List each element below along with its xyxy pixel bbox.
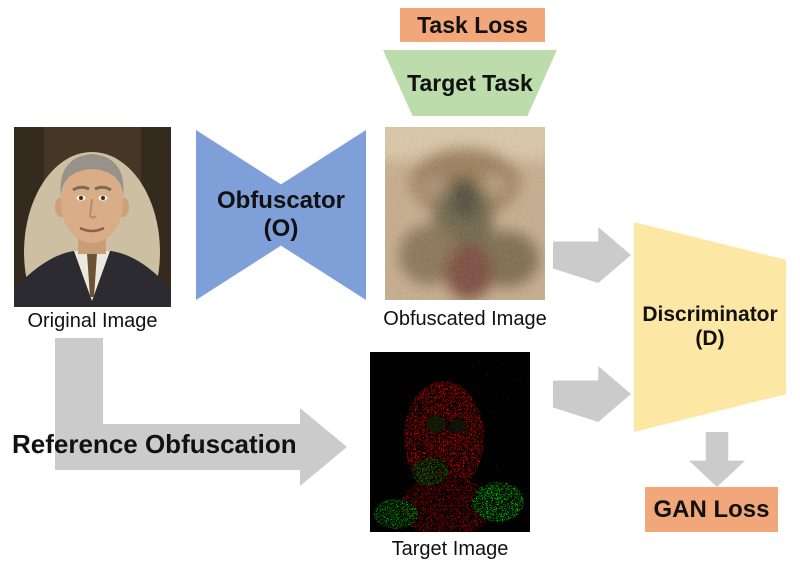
target-task-trapezoid: Target Task [383,50,557,116]
obfuscated-image-caption: Obfuscated Image [383,308,547,330]
gan-loss-box: GAN Loss [645,487,778,532]
reference-obfuscation-label: Reference Obfuscation [12,429,297,459]
target-image-caption: Target Image [391,538,509,560]
original-image-caption: Original Image [27,310,158,332]
obfuscator-shape: Obfuscator (O) [196,130,366,300]
obfuscated-image-photo [385,127,545,300]
discriminator-label-line1: Discriminator [642,302,778,326]
arrow-obfuscated-to-discriminator [553,227,631,283]
elbow-arrow-shape [55,338,347,486]
target-noise-illustration [370,352,530,532]
discriminator-shape: Discriminator (D) [634,222,786,432]
original-face-illustration [14,127,171,307]
arrow-target-to-discriminator [553,366,631,422]
original-image-photo [14,127,171,307]
obfuscated-blur-illustration [385,127,545,300]
discriminator-label-line2: (D) [695,327,725,350]
obfuscator-label-line1: Obfuscator [216,187,345,215]
arrow-discriminator-to-ganloss [689,432,745,487]
target-image-photo [370,352,530,532]
task-loss-box: Task Loss [400,8,545,42]
obfuscator-label-line2: (O) [263,215,299,242]
